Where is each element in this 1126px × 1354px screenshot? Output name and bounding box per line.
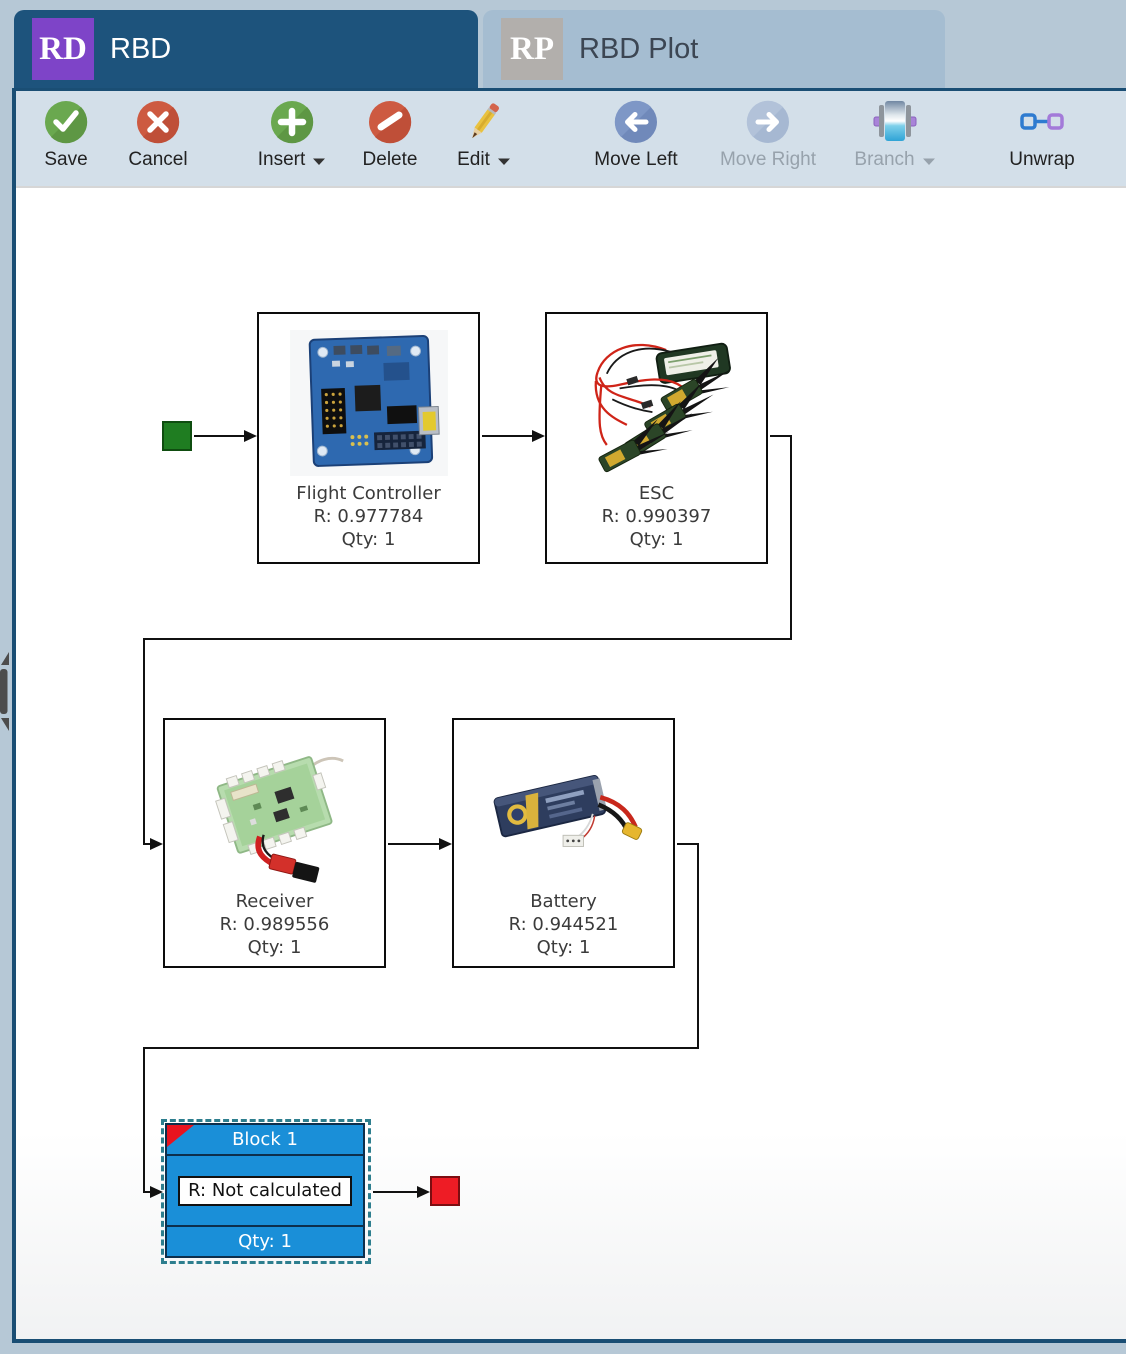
connector-arrowhead — [417, 1186, 430, 1198]
tab-rbd-plot-label: RBD Plot — [579, 32, 699, 65]
block-qty: Qty: 1 — [341, 529, 396, 550]
block-qty: Qty: 1 — [536, 937, 591, 958]
chevron-down-icon — [922, 158, 935, 165]
minus-circle-icon — [369, 101, 412, 144]
connector-arrowhead — [532, 430, 545, 442]
connector-line — [143, 1047, 699, 1049]
block-reliability: R: 0.989556 — [219, 914, 330, 935]
block-title: Block 1 — [167, 1125, 363, 1156]
edit-label: Edit — [457, 149, 490, 170]
check-circle-icon — [45, 101, 88, 144]
delete-button[interactable]: Delete — [350, 98, 430, 171]
unwrap-button[interactable]: Unwrap — [992, 98, 1092, 171]
battery-image — [484, 743, 643, 883]
block-name: Receiver — [235, 891, 314, 912]
pencil-icon — [472, 103, 499, 139]
block-reliability: R: 0.944521 — [508, 914, 619, 935]
rbd-badge: RD — [32, 18, 94, 80]
block-name: Flight Controller — [296, 483, 441, 504]
x-circle-icon — [137, 101, 180, 144]
connector-line — [770, 435, 792, 437]
connector-line — [790, 435, 792, 640]
tab-rbd-plot[interactable]: RP RBD Plot — [483, 10, 945, 88]
receiver-image — [198, 742, 351, 884]
diagram-canvas: Flight Controller R: 0.977784 Qty: 1 — [16, 186, 1126, 1339]
branch-button[interactable]: Branch — [835, 98, 955, 171]
connector-arrowhead — [150, 838, 163, 850]
block-qty: Qty: 1 — [629, 529, 684, 550]
tab-rbd-label: RBD — [110, 32, 172, 65]
connector-line — [143, 638, 145, 845]
window-left-border — [12, 88, 16, 1343]
insert-label: Insert — [257, 149, 306, 170]
plus-circle-icon — [271, 101, 314, 144]
chevron-down-icon — [313, 158, 326, 165]
move-right-label: Move Right — [719, 149, 817, 170]
block-block1[interactable]: Block 1 R: Not calculated Qty: 1 — [165, 1123, 365, 1258]
toolbar: Save Cancel Insert Delete — [16, 88, 1126, 186]
block-receiver[interactable]: Receiver R: 0.989556 Qty: 1 — [163, 718, 386, 968]
connector-arrowhead — [244, 430, 257, 442]
connector-line — [143, 843, 151, 845]
edit-button[interactable]: Edit — [434, 98, 534, 171]
esc-image — [578, 330, 735, 476]
connector-line — [697, 843, 699, 1049]
block-name: Battery — [530, 891, 597, 912]
end-node[interactable] — [430, 1176, 460, 1206]
arrow-right-circle-icon — [746, 100, 789, 143]
unwrap-label: Unwrap — [1009, 149, 1075, 170]
connector-line — [143, 1191, 151, 1193]
save-label: Save — [44, 149, 88, 170]
flight-controller-image — [289, 330, 448, 476]
unwrap-icon — [1020, 113, 1064, 130]
move-right-button[interactable]: Move Right — [703, 98, 833, 171]
connector-line — [677, 843, 699, 845]
cancel-button[interactable]: Cancel — [118, 98, 198, 171]
move-left-label: Move Left — [594, 149, 678, 170]
block-battery[interactable]: Battery R: 0.944521 Qty: 1 — [452, 718, 675, 968]
block-reliability-box: R: Not calculated — [178, 1175, 352, 1206]
connector-line — [388, 843, 439, 845]
save-button[interactable]: Save — [26, 98, 106, 171]
block-qty: Qty: 1 — [247, 937, 302, 958]
delete-label: Delete — [362, 149, 418, 170]
move-left-button[interactable]: Move Left — [576, 98, 696, 171]
connector-line — [373, 1191, 417, 1193]
chevron-down-icon — [497, 158, 510, 165]
arrow-left-circle-icon — [614, 100, 657, 143]
block-flight-controller[interactable]: Flight Controller R: 0.977784 Qty: 1 — [257, 312, 480, 564]
start-node[interactable] — [162, 421, 192, 451]
block-block1-selection[interactable]: Block 1 R: Not calculated Qty: 1 — [161, 1119, 371, 1264]
insert-button[interactable]: Insert — [242, 98, 342, 171]
connector-line — [482, 435, 532, 437]
cancel-label: Cancel — [128, 149, 188, 170]
connector-arrowhead — [439, 838, 452, 850]
block-name: ESC — [638, 483, 675, 504]
block-reliability: R: 0.990397 — [601, 506, 712, 527]
block-esc[interactable]: ESC R: 0.990397 Qty: 1 — [545, 312, 768, 564]
connector-line — [143, 1047, 145, 1193]
panel-collapse-handle[interactable] — [0, 652, 10, 732]
tab-rbd[interactable]: RD RBD — [14, 10, 478, 88]
connector-arrowhead — [150, 1186, 163, 1198]
block-reliability: R: 0.977784 — [313, 506, 424, 527]
connector-line — [194, 435, 244, 437]
block-qty: Qty: 1 — [167, 1225, 363, 1256]
block-flag-corner — [167, 1125, 194, 1147]
rbd-plot-badge: RP — [501, 18, 563, 80]
connector-line — [143, 638, 792, 640]
tab-bar: RD RBD RP RBD Plot — [0, 0, 1126, 88]
branch-label: Branch — [854, 149, 915, 170]
branch-icon — [873, 101, 917, 141]
window-bottom-border — [12, 1339, 1126, 1343]
